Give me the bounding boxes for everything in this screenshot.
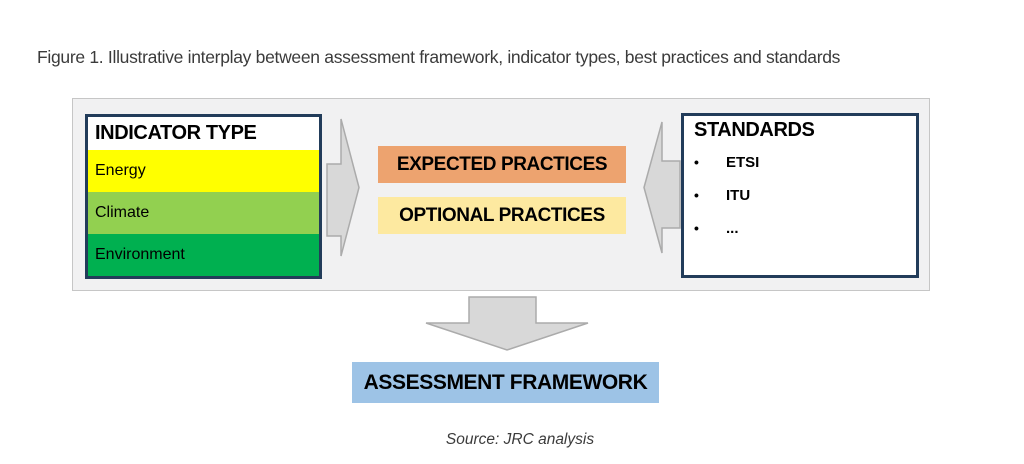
standards-title: STANDARDS [694, 119, 815, 141]
bullet-icon [694, 154, 702, 171]
standards-list: ETSI ITU ... [694, 146, 906, 245]
left-arrow-icon [643, 121, 681, 254]
standards-item-etsi: ETSI [694, 146, 906, 179]
bullet-icon [694, 220, 702, 237]
expected-practices-label: EXPECTED PRACTICES [378, 146, 626, 183]
indicator-type-title: INDICATOR TYPE [88, 117, 319, 150]
diagram-container: INDICATOR TYPE Energy Climate Environmen… [72, 98, 930, 291]
indicator-row-climate: Climate [88, 192, 319, 234]
figure-caption: Figure 1. Illustrative interplay between… [37, 47, 841, 67]
indicator-row-energy: Energy [88, 150, 319, 192]
source-caption: Source: JRC analysis [445, 431, 595, 448]
assessment-framework-label: ASSESSMENT FRAMEWORK [352, 362, 659, 403]
bullet-icon [694, 187, 702, 204]
standards-box: STANDARDS ETSI ITU ... [681, 113, 919, 278]
indicator-row-environment: Environment [88, 234, 319, 276]
standards-item-more: ... [694, 212, 906, 245]
optional-practices-label: OPTIONAL PRACTICES [378, 197, 626, 234]
right-arrow-icon [326, 118, 360, 257]
down-arrow-icon [425, 296, 589, 351]
indicator-type-box: INDICATOR TYPE Energy Climate Environmen… [85, 114, 322, 279]
standards-item-itu: ITU [694, 179, 906, 212]
